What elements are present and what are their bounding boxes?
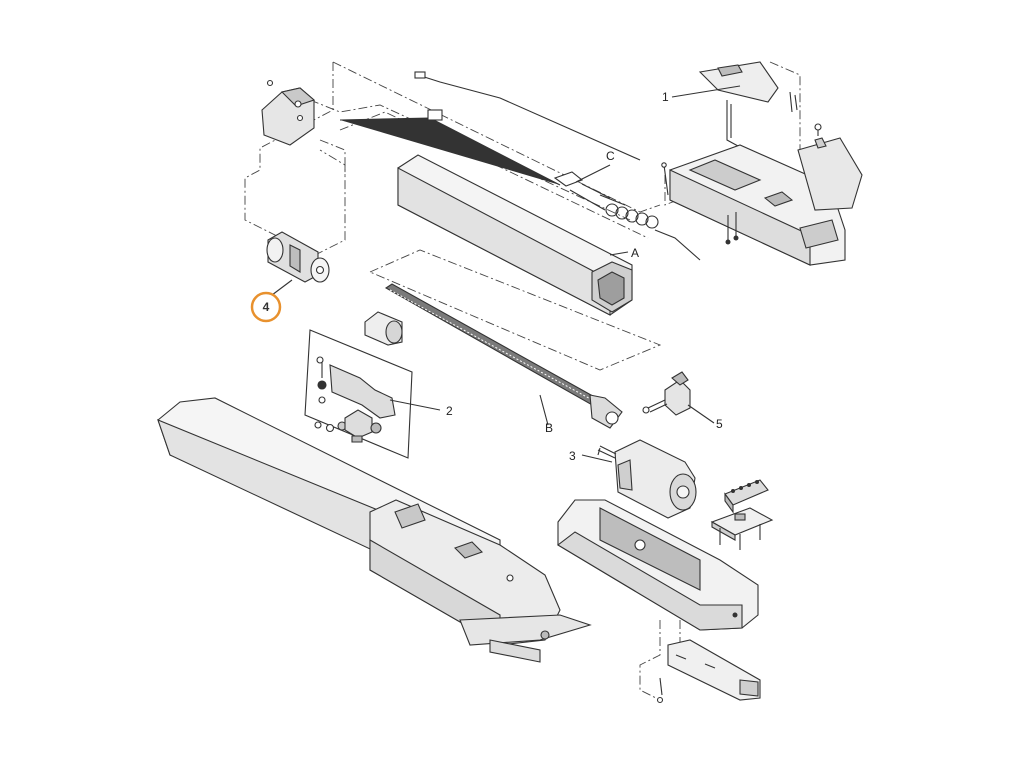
control-board <box>710 507 774 550</box>
terminal-block <box>724 479 769 514</box>
rail-plate <box>656 639 761 704</box>
label-5: 5 <box>716 417 723 431</box>
top-cover-assembly <box>661 61 863 266</box>
label-2: 2 <box>446 404 453 418</box>
label-3: 3 <box>569 449 576 463</box>
assembled-actuator <box>157 397 592 663</box>
bushing <box>364 311 403 346</box>
pinion-gear <box>642 371 691 416</box>
label-4: 4 <box>263 300 270 314</box>
label-a: A <box>631 246 639 260</box>
housing-tube <box>397 154 633 316</box>
screw-shaft <box>384 283 623 429</box>
bracket-plate <box>304 329 413 459</box>
label-1: 1 <box>662 90 669 104</box>
label-c: C <box>606 149 615 163</box>
highlight-ring <box>250 291 282 323</box>
label-b: B <box>545 421 553 435</box>
highlight-callout-4: 4 <box>250 291 282 323</box>
cable-harness <box>339 71 701 261</box>
base-housing <box>557 499 759 631</box>
end-cap <box>261 79 316 146</box>
part-4-nut-assembly <box>266 231 330 283</box>
motor <box>597 439 697 519</box>
